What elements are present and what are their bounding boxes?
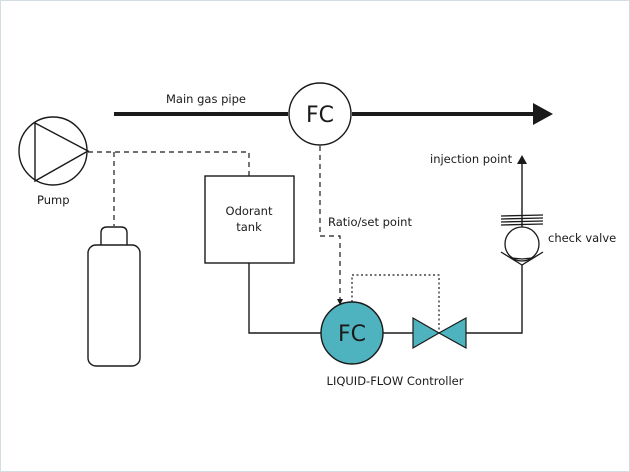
ratio-signal-line xyxy=(319,146,341,300)
main-gas-pipe-label: Main gas pipe xyxy=(166,92,246,106)
liquid-fc-text: FC xyxy=(338,322,366,347)
valve-control-line xyxy=(351,274,440,333)
gas-cylinder-icon xyxy=(87,226,141,367)
odorant-tank-label-line2: tank xyxy=(236,220,262,234)
check-valve-label: check valve xyxy=(548,231,616,245)
odorant-tank: Odorant tank xyxy=(204,175,295,264)
injection-point-label: injection point xyxy=(430,152,513,166)
flow-arrow-icon xyxy=(533,103,553,125)
pump-signal-lines xyxy=(88,151,250,226)
liquid-flow-controller: FC xyxy=(320,301,384,365)
control-valve-icon xyxy=(412,316,467,350)
liquid-flow-controller-label: LIQUID-FLOW Controller xyxy=(327,374,464,388)
pump-icon xyxy=(18,116,90,186)
signal-arrow-icon xyxy=(337,299,343,305)
liquid-line xyxy=(248,162,523,334)
injection-arrow-icon xyxy=(517,155,527,164)
main-flow-controller: FC xyxy=(288,82,352,146)
pump-label: Pump xyxy=(37,193,70,207)
odorant-tank-label-line1: Odorant xyxy=(226,204,273,218)
check-valve-icon xyxy=(500,214,544,266)
main-fc-text: FC xyxy=(306,103,334,128)
ratio-set-point-label: Ratio/set point xyxy=(328,215,412,229)
main-gas-pipe xyxy=(114,103,553,125)
